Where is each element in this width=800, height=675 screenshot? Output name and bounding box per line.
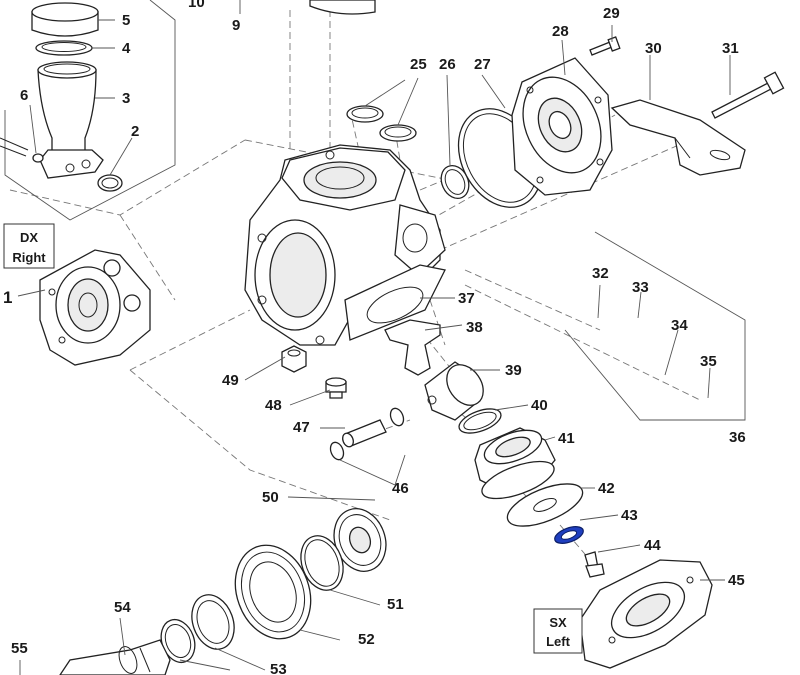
sx-label-line1: SX bbox=[549, 615, 567, 630]
callout-9: 9 bbox=[232, 17, 240, 34]
callout-29: 29 bbox=[603, 5, 620, 22]
callout-30: 30 bbox=[645, 40, 662, 57]
callout-27: 27 bbox=[474, 56, 491, 73]
part-5-cap bbox=[31, 2, 99, 37]
part-47-pin bbox=[342, 419, 387, 448]
callout-26: 26 bbox=[439, 56, 456, 73]
main-pump-body bbox=[244, 144, 446, 346]
assembly-guide-lines bbox=[9, 10, 701, 561]
callout-numbers: 5 4 3 2 6 1 9 10 25 26 27 28 29 30 31 32… bbox=[3, 0, 746, 675]
part-3-cup bbox=[37, 61, 104, 179]
callout-42: 42 bbox=[598, 480, 615, 497]
callout-25: 25 bbox=[410, 56, 427, 73]
callout-37: 37 bbox=[458, 290, 475, 307]
callout-34: 34 bbox=[671, 317, 688, 334]
callout-44: 44 bbox=[644, 537, 661, 554]
part-31-long-bolt bbox=[711, 71, 785, 119]
part-28-rear-cover bbox=[511, 57, 613, 196]
callout-2: 2 bbox=[131, 123, 139, 140]
top-left-bracket-lines bbox=[4, 0, 176, 221]
callout-40: 40 bbox=[531, 397, 548, 414]
sx-left-label-box: SX Left bbox=[533, 608, 583, 654]
callout-1: 1 bbox=[3, 288, 12, 307]
callout-48: 48 bbox=[265, 397, 282, 414]
part-30-bracket bbox=[610, 99, 746, 176]
part-2-o-ring bbox=[97, 174, 123, 192]
callout-36: 36 bbox=[729, 429, 746, 446]
callout-10: 10 bbox=[188, 0, 205, 11]
callout-28: 28 bbox=[552, 23, 569, 40]
dx-right-label-box: DX Right bbox=[3, 223, 55, 269]
callout-32: 32 bbox=[592, 265, 609, 282]
sx-label-line2: Left bbox=[546, 634, 571, 649]
part-26-o-ring bbox=[440, 164, 470, 200]
callout-54: 54 bbox=[114, 599, 131, 616]
callout-43: 43 bbox=[621, 507, 638, 524]
part-4-seal-ring bbox=[35, 40, 93, 56]
part-49-nut bbox=[281, 345, 307, 373]
callout-45: 45 bbox=[728, 572, 745, 589]
dx-label-line2: Right bbox=[12, 250, 46, 265]
part-46-clips bbox=[329, 407, 405, 461]
part-43-highlighted-washer bbox=[554, 526, 584, 544]
callout-leader-lines bbox=[17, 19, 746, 675]
part-25-o-rings bbox=[346, 105, 417, 142]
part-9-cover-block bbox=[239, 0, 376, 15]
part-45-side-cover bbox=[579, 559, 713, 669]
callout-51: 51 bbox=[387, 596, 404, 613]
callout-53: 53 bbox=[270, 661, 287, 675]
callout-55: 55 bbox=[11, 640, 28, 657]
callout-41: 41 bbox=[558, 430, 575, 447]
part-40-ring bbox=[458, 408, 502, 434]
callout-4: 4 bbox=[122, 40, 131, 57]
part-41-cylinder bbox=[474, 427, 556, 500]
callout-38: 38 bbox=[466, 319, 483, 336]
callout-3: 3 bbox=[122, 90, 130, 107]
part-53-rings bbox=[160, 594, 235, 664]
callout-5: 5 bbox=[122, 12, 130, 29]
part-1-side-cover bbox=[39, 249, 151, 366]
callout-35: 35 bbox=[700, 353, 717, 370]
callout-46: 46 bbox=[392, 480, 409, 497]
callout-6: 6 bbox=[20, 87, 28, 104]
part-39-piston bbox=[424, 361, 484, 421]
part-52-large-bearing bbox=[234, 544, 312, 640]
callout-33: 33 bbox=[632, 279, 649, 296]
part-48-plug bbox=[325, 377, 347, 399]
part-38-lever bbox=[384, 319, 441, 376]
callout-31: 31 bbox=[722, 40, 739, 57]
part-29-screw bbox=[589, 36, 621, 56]
part-54-shaft bbox=[59, 639, 171, 675]
part-6-washer bbox=[0, 137, 44, 163]
callout-39: 39 bbox=[505, 362, 522, 379]
part-51-snap-ring bbox=[300, 535, 344, 591]
dx-label-line1: DX bbox=[20, 230, 38, 245]
callout-49: 49 bbox=[222, 372, 239, 389]
callout-47: 47 bbox=[293, 419, 310, 436]
part-50-bearing bbox=[333, 508, 387, 572]
part-42-diaphragm bbox=[506, 483, 584, 527]
callout-50: 50 bbox=[262, 489, 279, 506]
callout-52: 52 bbox=[358, 631, 375, 648]
part-44-screw bbox=[584, 551, 605, 578]
